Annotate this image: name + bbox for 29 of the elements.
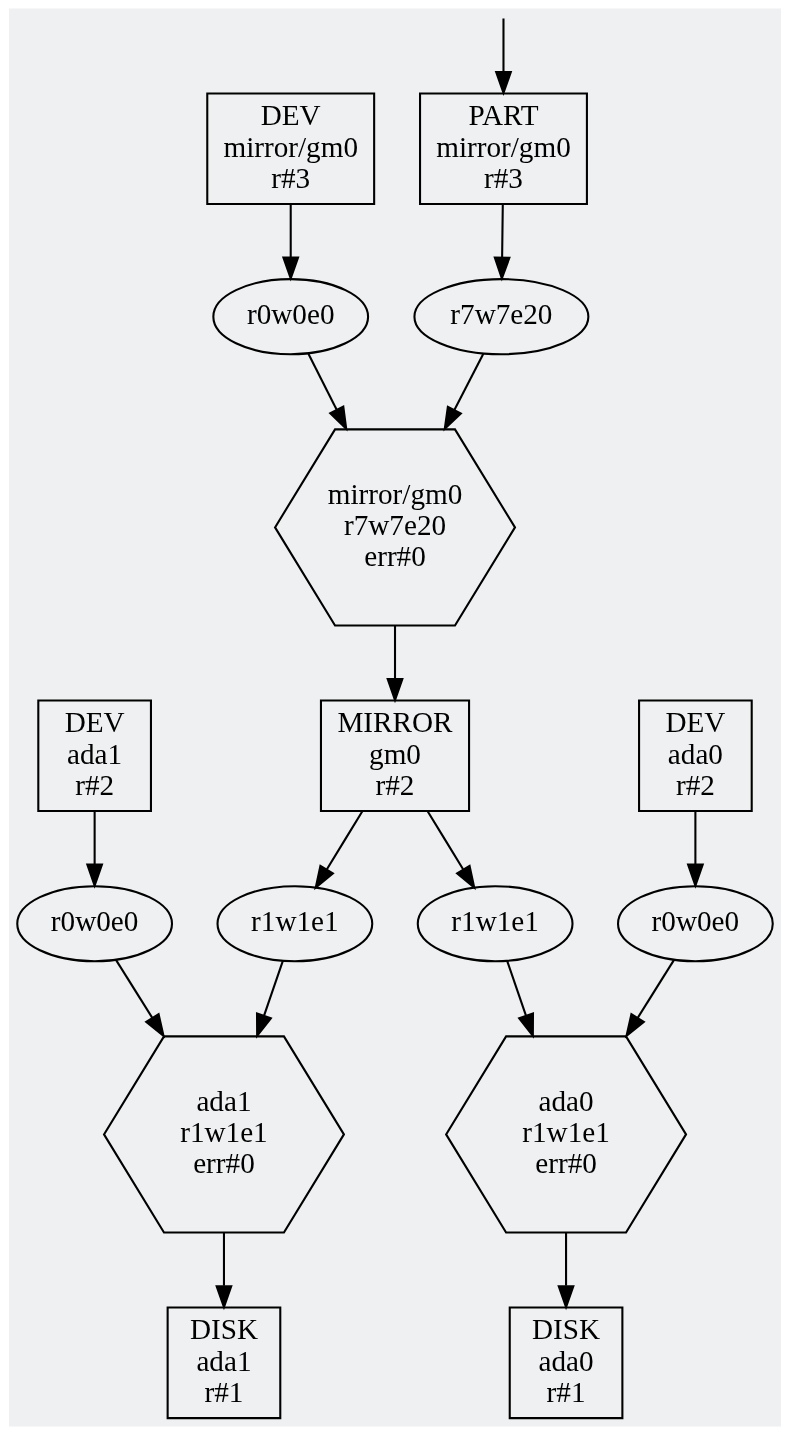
arrow bbox=[624, 959, 675, 1039]
arrow bbox=[386, 625, 404, 704]
node-box: PART mirror/gm0 r#3 bbox=[419, 92, 588, 206]
node-ellipse: r0w0e0 bbox=[616, 885, 774, 963]
arrow bbox=[307, 353, 348, 432]
node-ellipse: r1w1e1 bbox=[416, 885, 574, 963]
arrow bbox=[314, 810, 364, 891]
arrow bbox=[443, 353, 485, 432]
node-box: DISK ada0 r#1 bbox=[508, 1306, 624, 1420]
node-box: MIRROR gm0 r#2 bbox=[319, 699, 471, 813]
node-box: DEV ada0 r#2 bbox=[638, 699, 753, 813]
arrow bbox=[215, 1232, 233, 1311]
arrow bbox=[506, 960, 535, 1039]
node-ellipse: r0w0e0 bbox=[16, 885, 174, 963]
node-ellipse: r7w7e20 bbox=[413, 278, 590, 356]
arrow bbox=[85, 811, 104, 889]
arrow bbox=[493, 204, 511, 282]
arrow bbox=[255, 960, 284, 1039]
node-ellipse: r1w1e1 bbox=[216, 885, 374, 963]
arrow bbox=[115, 959, 166, 1039]
node-box: DEV mirror/gm0 r#3 bbox=[206, 92, 376, 206]
node-ellipse: r0w0e0 bbox=[212, 278, 370, 356]
arrow bbox=[426, 810, 476, 891]
arrow bbox=[494, 18, 513, 97]
node-box: DISK ada1 r#1 bbox=[166, 1306, 282, 1420]
arrow bbox=[557, 1232, 575, 1311]
node-box: DEV ada1 r#2 bbox=[37, 699, 152, 813]
arrow bbox=[281, 204, 300, 282]
arrow bbox=[686, 811, 705, 889]
